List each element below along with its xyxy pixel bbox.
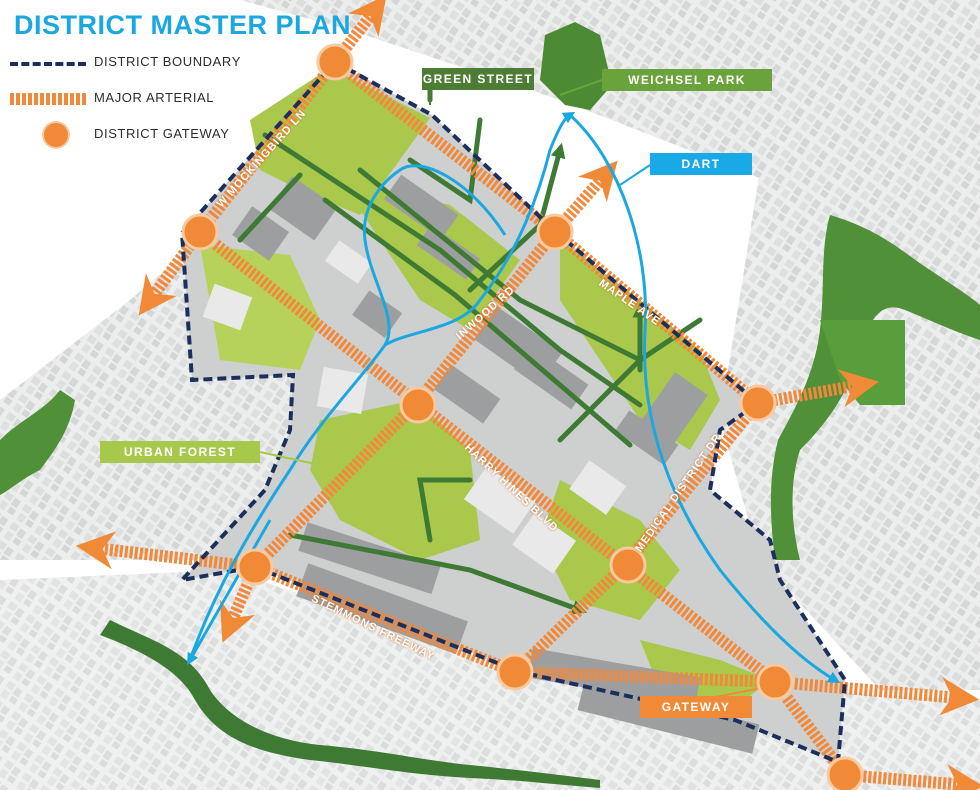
legend-gateway-label: DISTRICT GATEWAY [94, 126, 230, 141]
gateway-central [399, 386, 437, 424]
legend-boundary: DISTRICT BOUNDARY [10, 52, 280, 74]
gateway-stemmons [496, 653, 534, 691]
district-gateways [181, 43, 864, 790]
map-title: DISTRICT MASTER PLAN [14, 10, 351, 40]
gateway-inwood-maple [536, 213, 574, 251]
boundary-swatch [10, 62, 86, 66]
urban-forest-label: URBAN FOREST [100, 441, 260, 463]
weichsel-park-label: WEICHSEL PARK [602, 69, 772, 91]
gateway-swatch [44, 123, 68, 147]
gateway-harry-hines [609, 546, 647, 584]
creek-corridor-west [0, 390, 75, 495]
gateway-southeast [756, 663, 794, 701]
arterial-swatch [10, 93, 86, 105]
gateway-west [181, 213, 219, 251]
weichsel-park-area [540, 22, 612, 110]
green-street-label: GREEN STREET [422, 68, 534, 90]
park-green-east [820, 320, 905, 405]
gateway-label: GATEWAY [640, 696, 752, 718]
gateway-east [739, 384, 777, 422]
legend-gateway: DISTRICT GATEWAY [10, 123, 280, 147]
legend-arterial-label: MAJOR ARTERIAL [94, 90, 215, 105]
gateway-southwest [236, 548, 274, 586]
legend-arterial: MAJOR ARTERIAL [10, 88, 280, 110]
legend-boundary-label: DISTRICT BOUNDARY [94, 54, 241, 69]
dart-line [187, 111, 841, 683]
gateway-mockingbird-north [316, 43, 354, 81]
gateway-south [826, 756, 864, 790]
dart-label: DART [650, 153, 752, 175]
creek-corridor-south [100, 620, 600, 788]
creek-corridor-east [770, 215, 980, 560]
